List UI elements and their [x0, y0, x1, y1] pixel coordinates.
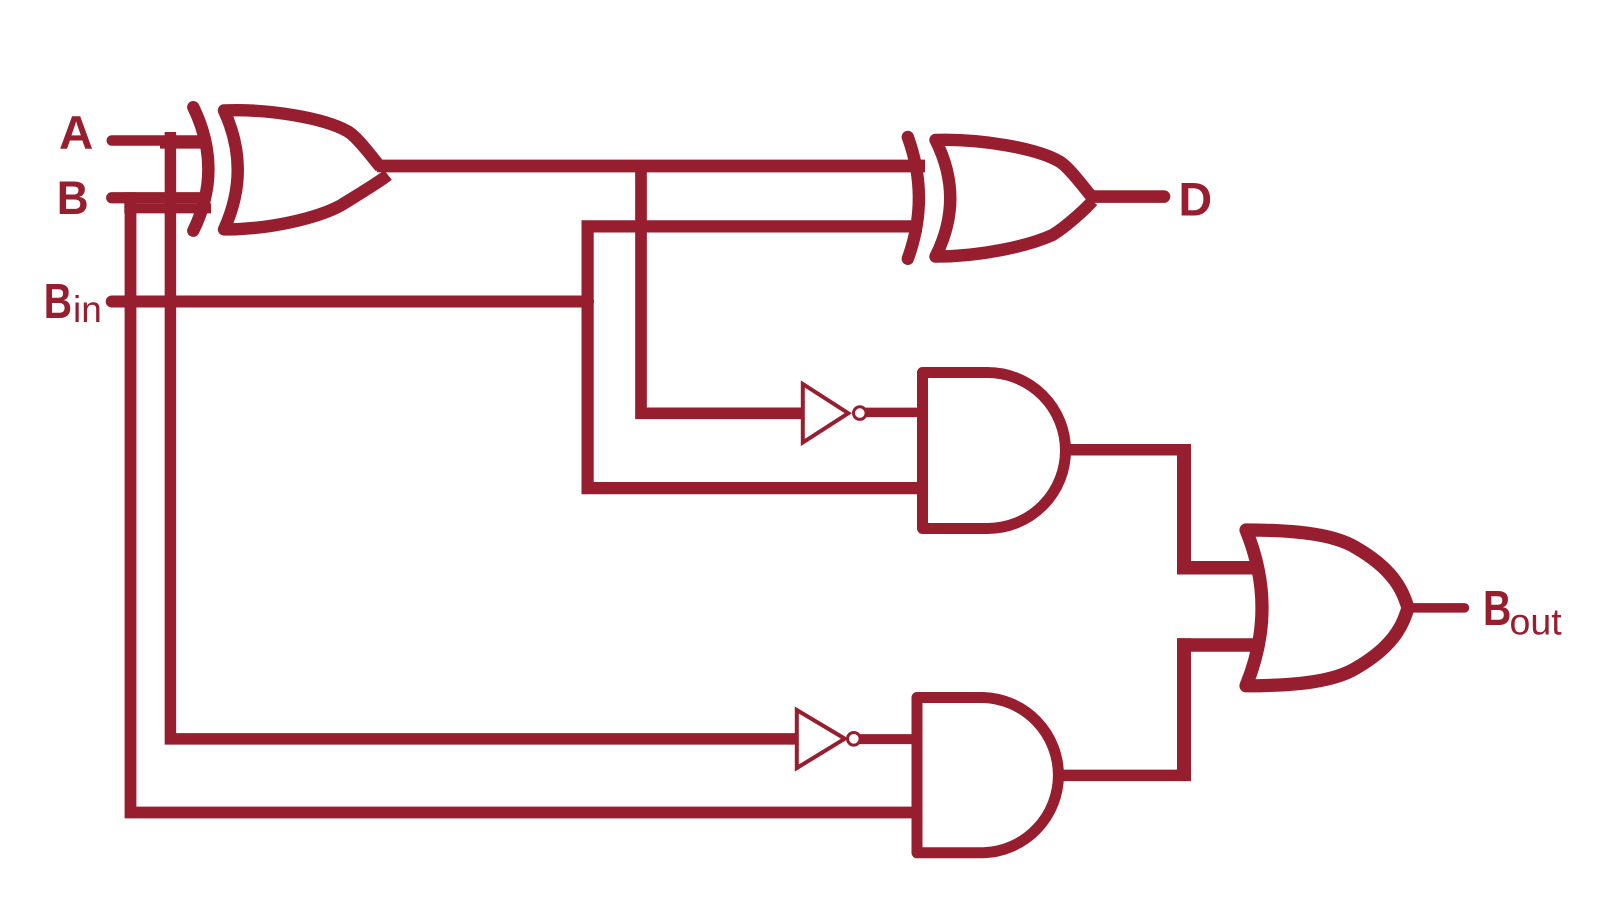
svg-text:out: out — [1510, 601, 1563, 643]
svg-text:B: B — [44, 275, 72, 329]
svg-text:in: in — [73, 289, 102, 330]
svg-text:D: D — [1179, 172, 1213, 226]
svg-text:B: B — [1483, 582, 1511, 636]
svg-text:B: B — [57, 171, 89, 225]
svg-text:A: A — [59, 107, 93, 160]
